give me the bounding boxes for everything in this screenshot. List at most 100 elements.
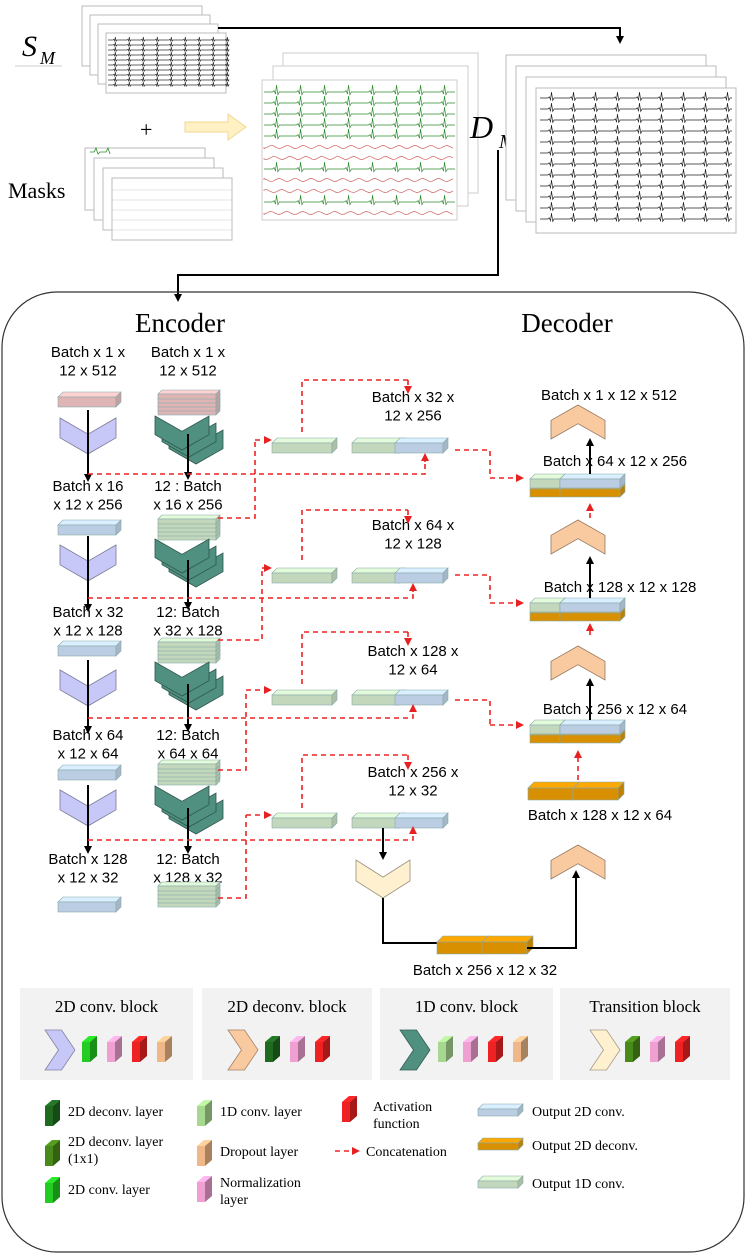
skip-1d-output-1 xyxy=(271,567,338,584)
skip-1d-output-2 xyxy=(271,689,338,706)
masks-label: Masks xyxy=(8,178,65,203)
block-legend-conv2d-conv xyxy=(82,1036,97,1062)
encoder-right-stack-1 xyxy=(157,514,221,541)
bottleneck-tensor-a xyxy=(436,935,489,955)
skip-1d-output-0 xyxy=(271,437,338,454)
masked-ecg-stack xyxy=(261,52,479,221)
legend-deconv-1x1-icon xyxy=(45,1140,60,1166)
top-section: S M + Masks D M xyxy=(8,5,737,302)
legend-dropout-icon xyxy=(197,1140,212,1166)
encoder-right-input-stack-layer xyxy=(157,389,221,400)
encoder-left-tensor-4 xyxy=(57,896,122,913)
legend-out2ddeconv-icon xyxy=(477,1137,524,1151)
legend-norm-icon xyxy=(197,1176,212,1202)
skip-1d-output-3 xyxy=(271,812,338,829)
decoder-label-2: Batch x 128 x 12 x 128 xyxy=(544,579,697,596)
decoder-deconv-tensor-4a xyxy=(527,781,580,801)
deconv2d-block-2 xyxy=(550,519,606,555)
block-legend-conv1d-drop xyxy=(513,1036,528,1062)
encoder-right-input-stack xyxy=(157,389,221,416)
encoder-left-tensor-2 xyxy=(57,640,122,657)
block-legend-conv1d-norm xyxy=(463,1036,478,1062)
bottleneck-tensor-b xyxy=(481,935,534,955)
conv1d-block-0-layer xyxy=(154,415,210,451)
block-legend-transition-act xyxy=(675,1036,690,1062)
block-legend-conv2d-drop xyxy=(157,1036,172,1062)
deconv2d-block-3 xyxy=(550,645,606,681)
block-legend-conv2d-norm xyxy=(107,1036,122,1062)
block-legend-conv1d-chevron xyxy=(399,1029,431,1071)
conv1d-block-1-layer xyxy=(154,538,210,574)
legend-conv1d-layer-icon xyxy=(197,1100,212,1126)
ecg-stack-sm xyxy=(81,5,230,94)
dm-symbol: D xyxy=(469,109,493,145)
encoder-right-stack-4 xyxy=(157,881,221,908)
conv1d-block-3-layer xyxy=(154,785,210,821)
block-legend-conv2d-chevron xyxy=(44,1029,76,1071)
legend-conv-layer-icon xyxy=(45,1177,60,1203)
legend-concat: Concatenation xyxy=(366,1145,447,1160)
legend-activation-icon xyxy=(342,1096,357,1122)
block-legend-transition-chevron xyxy=(589,1029,621,1071)
legend-out2dconv-icon xyxy=(477,1103,524,1117)
transition-block-bottom xyxy=(355,859,411,899)
legend-dropout: Dropout layer xyxy=(220,1145,298,1160)
bottleneck-label: Batch x 256 x 12 x 32 xyxy=(413,962,557,979)
decoder-concat-2d xyxy=(559,597,626,613)
block-legend-deconv2d-deconv xyxy=(265,1036,280,1062)
legend-conv1d-layer: 1D conv. layer xyxy=(220,1105,302,1120)
encoder-left-tensor-0 xyxy=(57,391,122,408)
block-legend-conv1d-conv xyxy=(438,1036,453,1062)
block-title-3: Transition block xyxy=(589,997,701,1016)
block-legend-transition-norm xyxy=(650,1036,665,1062)
skip-concat-2d-2 xyxy=(394,689,449,706)
legend-deconv-layer: 2D deconv. layer xyxy=(68,1105,163,1120)
block-legend-deconv2d-norm xyxy=(290,1036,305,1062)
deconv2d-block-4 xyxy=(550,844,606,880)
block-legend-deconv2d-chevron xyxy=(227,1029,259,1071)
plus-sign: + xyxy=(140,117,152,142)
legend-out2ddeconv: Output 2D deconv. xyxy=(532,1139,638,1154)
masks-stack xyxy=(84,146,233,241)
merge-arrow xyxy=(184,113,247,141)
encoder-right-stack-3 xyxy=(157,759,221,786)
skip-concat-2d-3 xyxy=(394,812,449,829)
decoder-concat-2 xyxy=(529,719,626,744)
legend-conv-layer: 2D conv. layer xyxy=(68,1183,150,1198)
encoder-left-tensor-3 xyxy=(57,764,122,781)
decoder-label-0: Batch x 1 x 12 x 512 xyxy=(541,387,677,404)
block-legend-conv1d-act xyxy=(488,1036,503,1062)
decoder-concat-0 xyxy=(529,473,626,498)
output-ecg-stack xyxy=(505,54,737,234)
encoder-title: Encoder xyxy=(135,308,225,338)
decoder-label-1: Batch x 64 x 12 x 256 xyxy=(543,453,687,470)
skip-concat-2d-0 xyxy=(394,437,449,454)
encoder-right-stack-1-layer xyxy=(157,514,221,525)
encoder-right-stack-2 xyxy=(157,637,221,664)
legend-out2dconv: Output 2D conv. xyxy=(532,1105,625,1120)
block-title-1: 2D deconv. block xyxy=(227,997,347,1016)
legend-out1dconv: Output 1D conv. xyxy=(532,1177,625,1192)
block-legend-deconv2d-act xyxy=(315,1036,330,1062)
decoder-concat-2d xyxy=(559,473,626,489)
conv1d-block-2-layer xyxy=(154,661,210,697)
encoder-left-tensor-1 xyxy=(57,519,122,536)
block-legend-transition-deconv1x1 xyxy=(625,1036,640,1062)
legend-deconv-layer-icon xyxy=(45,1100,60,1126)
